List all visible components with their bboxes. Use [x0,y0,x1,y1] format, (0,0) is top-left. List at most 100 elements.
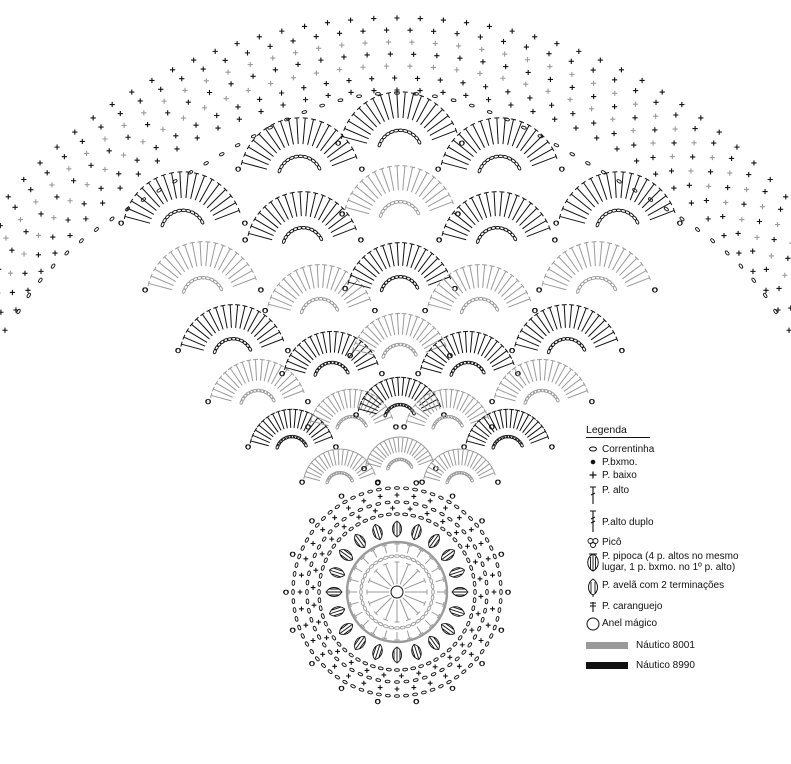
chain-mark [283,234,288,240]
single-crochet-mark [268,80,274,87]
double-crochet-mark [134,191,157,211]
chain-mark [461,305,466,311]
chain-mark [635,219,640,225]
double-crochet-mark [326,139,350,158]
chain-mark [397,402,404,407]
single-crochet-mark [653,171,659,177]
single-crochet-mark [303,622,309,628]
picot-mark [235,166,242,172]
single-crochet-mark [38,211,44,217]
double-crochet-mark [409,315,420,337]
popcorn-icon [586,551,600,573]
single-crochet-mark [316,619,321,625]
picot-mark [371,308,378,314]
chain-mark [309,227,315,232]
popcorn-mark [411,643,422,661]
double-crochet-mark [562,250,580,273]
double-crochet-mark [373,597,392,616]
chain-mark [109,216,115,222]
double-crochet-mark [428,274,452,286]
picot-mark [357,237,364,243]
double-crochet-mark [370,626,378,636]
chain-mark [405,459,411,465]
single-crochet-mark [569,84,575,91]
double-crochet-mark [456,331,464,354]
picot-mark [498,551,505,557]
single-crochet-mark [478,593,484,599]
chain-mark [64,250,70,256]
double-crochet-mark [370,96,385,122]
double-crochet-mark [410,244,422,268]
chain-mark [459,308,464,315]
double-crochet-mark [318,197,333,221]
hazelnut-stitch-icon [586,577,600,597]
popcorn-mark [428,636,440,650]
double-crochet-mark [420,102,439,126]
double-crochet-mark [486,412,498,431]
picot-mark [451,286,458,292]
single-crochet-mark [630,128,636,134]
chain-mark [334,306,340,312]
double-crochet-mark [569,304,575,328]
chain-mark [318,235,323,242]
single-crochet-mark [9,289,16,296]
single-crochet-mark [341,524,347,530]
chain-mark [492,553,497,560]
chain-mark [309,617,314,623]
chain-mark [312,552,317,559]
chain-mark [423,610,429,616]
single-crochet-mark [751,160,757,166]
double-crochet-mark [558,367,574,387]
chain-mark [386,512,392,517]
double-crochet-mark [218,247,233,271]
double-crochet-mark [595,336,619,348]
double-crochet-mark [307,264,315,289]
single-crochet-mark [35,252,42,258]
double-crochet-mark [583,241,592,267]
chain-mark [448,474,453,480]
chain-mark [519,442,524,448]
single-crochet-mark [532,34,538,40]
chain-mark [600,170,607,175]
single-crochet-mark [576,48,582,54]
chain-mark [405,555,411,560]
double-crochet-mark [573,304,582,329]
chain-mark [394,486,400,490]
picot-mark [175,348,182,354]
double-crochet-mark [644,193,668,212]
double-crochet-mark [641,187,663,209]
double-crochet-mark [441,230,467,241]
chain-mark [313,371,318,377]
double-crochet-mark [312,456,327,472]
double-crochet-mark [526,139,550,158]
chain-mark [413,92,419,96]
double-crochet-mark [313,194,326,219]
chain-mark [495,616,500,622]
chain-mark [394,500,400,504]
chain-mark [409,463,414,469]
double-crochet-mark [427,301,451,311]
single-crochet-mark [739,216,745,223]
double-crochet-mark [507,194,520,219]
double-crochet-mark [323,133,345,155]
double-crochet-mark [277,371,295,389]
popcorn-mark [372,523,383,541]
single-crochet-mark [81,201,87,207]
single-crochet-mark [782,272,788,278]
single-crochet-mark [364,52,370,58]
double-crochet-mark [464,449,471,466]
double-crochet-mark [417,251,435,273]
single-crochet-mark [0,309,4,315]
chain-mark [632,188,638,193]
legend-title: Legenda [586,424,650,438]
double-crochet-mark [274,367,290,387]
double-crochet-mark [395,376,401,396]
chain-mark [495,562,500,568]
chain-mark [476,363,482,369]
double-crochet-mark [225,256,245,276]
double-crochet-mark [197,241,203,267]
single-crochet-mark [392,75,398,81]
popcorn-mark [428,534,440,548]
chain-mark [612,285,617,292]
chain-mark [292,435,299,439]
